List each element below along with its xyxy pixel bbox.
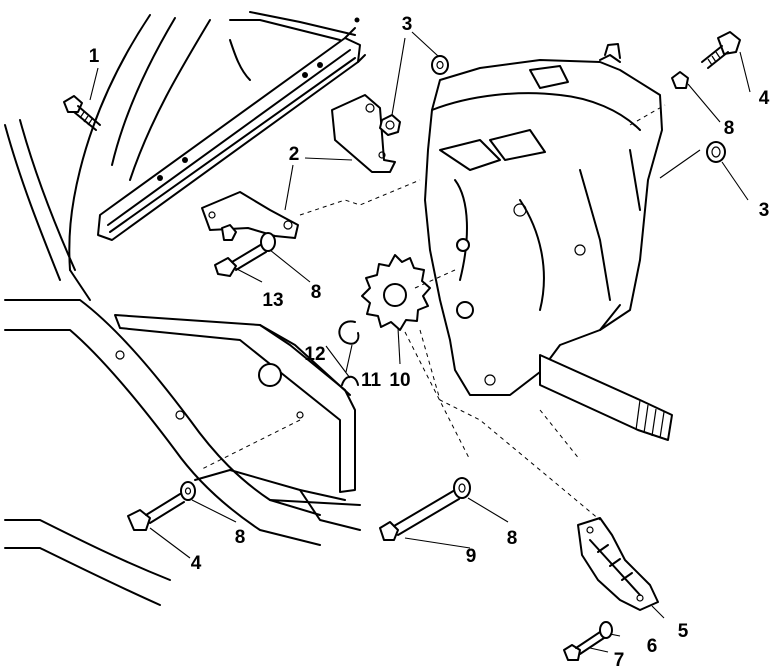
callout-8-upper-right: 8 (724, 118, 735, 139)
leader-lines (89, 31, 751, 653)
callout-3-upper: 3 (402, 14, 413, 35)
washer-8-upper (671, 71, 689, 89)
callout-6: 6 (647, 636, 658, 657)
callout-7: 7 (614, 650, 625, 671)
output-shaft (539, 354, 673, 441)
washer-8-lower-left (180, 481, 196, 501)
upper-rail-bracket (97, 17, 366, 241)
washer-3-upper (431, 55, 449, 75)
bolt-4-lower (127, 493, 185, 531)
callout-12: 12 (304, 344, 325, 365)
callout-13: 13 (262, 290, 283, 311)
bolt-1 (63, 95, 101, 131)
bracket-upper (331, 94, 396, 173)
callout-labels: 1 2 3 3 4 4 5 6 7 8 8 8 8 9 10 11 12 13 (89, 14, 770, 671)
callout-8-lower-left: 8 (235, 527, 246, 548)
callout-2: 2 (289, 144, 300, 165)
nut-3-upper (379, 114, 401, 136)
washer-8-mid (260, 232, 276, 252)
gearbox-housing (424, 43, 663, 396)
callout-3-right: 3 (759, 200, 770, 221)
nut-small-mid (221, 224, 237, 241)
bracket-lower (201, 191, 299, 239)
callout-9: 9 (466, 546, 477, 567)
lower-mount-plate (114, 314, 356, 493)
bolt-7 (563, 631, 605, 661)
callout-10: 10 (389, 370, 410, 391)
circlip-11 (338, 320, 360, 345)
washer-6 (599, 621, 613, 639)
callout-4-lower: 4 (191, 553, 202, 574)
callout-5: 5 (678, 621, 689, 642)
key-12 (341, 375, 359, 386)
callout-11: 11 (361, 370, 382, 391)
callout-1: 1 (89, 46, 100, 67)
bolt-13 (214, 243, 267, 277)
callout-8-lower-right: 8 (507, 528, 518, 549)
drive-sprocket (361, 254, 431, 331)
assembly-lines (199, 104, 666, 521)
callout-4-upper: 4 (759, 88, 770, 109)
chain-tensioner (577, 517, 659, 611)
callout-8-mid: 8 (311, 282, 322, 303)
frame-tubes (4, 11, 361, 606)
bolt-4-upper (701, 31, 741, 69)
nut-3-right (706, 141, 726, 163)
washer-8-lower-right (453, 477, 471, 499)
bolt-9 (379, 489, 460, 541)
